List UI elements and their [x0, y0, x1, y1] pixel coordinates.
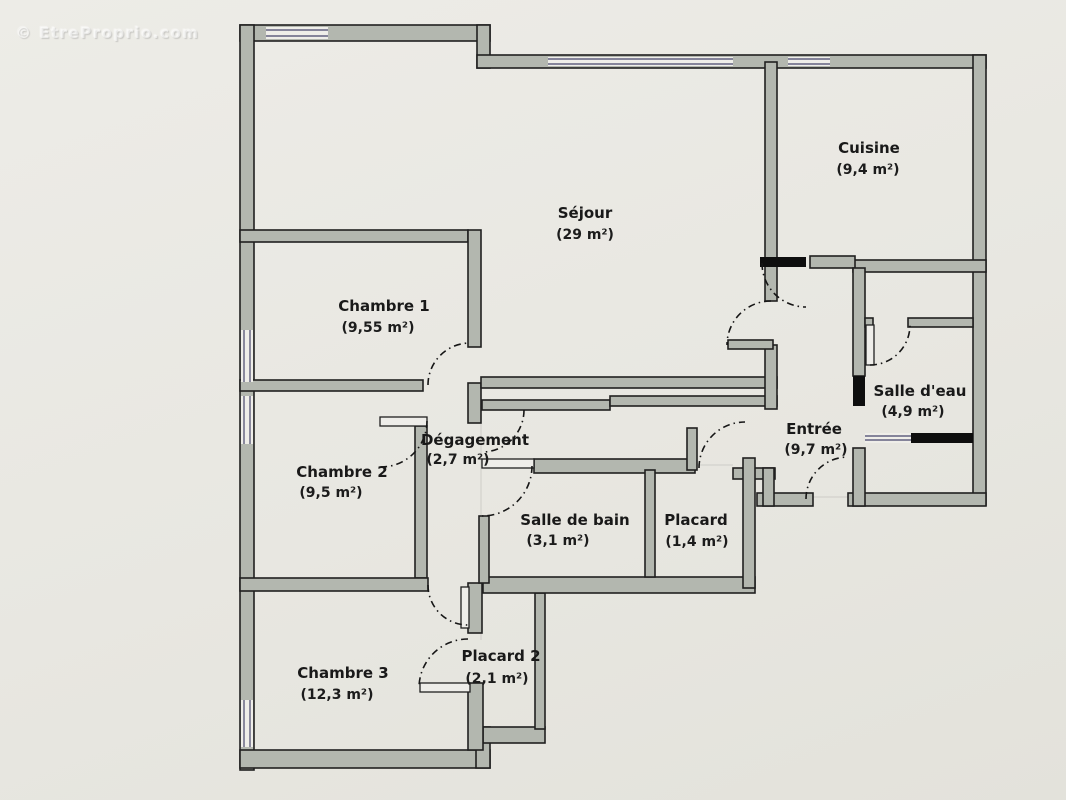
placard2-area: (2,1 m²) [465, 671, 528, 687]
chambre2-name: Chambre 2 [296, 463, 387, 481]
window-top-center [548, 57, 733, 66]
salle-eau-door-leaf [853, 376, 865, 406]
chambre2-door-leaf [379, 416, 428, 427]
salle-eau-name: Salle d'eau [874, 382, 967, 400]
room-label-placard: Placard (1,4 m²) [664, 511, 728, 550]
window-left-chambre1 [241, 330, 253, 382]
sejour-area: (29 m²) [556, 227, 614, 243]
chambre2-area: (9,5 m²) [299, 485, 362, 501]
placard-area: (1,4 m²) [665, 534, 728, 550]
placard2-name: Placard 2 [461, 647, 540, 665]
placard-name: Placard [664, 511, 727, 529]
chambre3-door-arc [427, 584, 469, 626]
windows [241, 27, 911, 747]
room-labels: Séjour (29 m²) Cuisine (9,4 m²) Chambre … [296, 139, 966, 703]
placard2-door-arc [418, 638, 469, 689]
room-label-chambre1: Chambre 1 (9,55 m²) [338, 297, 429, 336]
salle-de-bain-door-arc [481, 465, 533, 517]
window-top-right [788, 57, 830, 66]
cuisine-name: Cuisine [838, 139, 900, 157]
placard2-door-leaf [419, 682, 471, 693]
sejour-name: Séjour [558, 204, 613, 222]
salle-eau-area: (4,9 m²) [881, 404, 944, 420]
salle-eau-wall-panel [911, 433, 973, 443]
window-top-left [266, 27, 328, 39]
chambre1-area: (9,55 m²) [342, 320, 415, 336]
watermark: © EtreProprio.com [16, 24, 200, 42]
placard-door-arc [698, 421, 746, 469]
entree-name: Entrée [786, 420, 842, 438]
door-arcs [380, 262, 911, 689]
chambre1-name: Chambre 1 [338, 297, 429, 315]
chambre3-door-leaf [460, 586, 470, 629]
room-label-placard2: Placard 2 (2,1 m²) [461, 647, 540, 687]
wc-door-arc [869, 324, 911, 366]
salle-de-bain-name: Salle de bain [520, 511, 629, 529]
room-label-cuisine: Cuisine (9,4 m²) [836, 139, 899, 178]
wc-door-leaf [865, 324, 875, 366]
interior-walls [239, 61, 974, 751]
door-leaves [379, 257, 973, 693]
window-left-chambre3 [241, 700, 253, 747]
salle-de-bain-door-leaf [481, 458, 535, 469]
chambre1-door-arc [427, 342, 471, 386]
room-label-chambre3: Chambre 3 (12,3 m²) [297, 664, 388, 703]
room-label-chambre2: Chambre 2 (9,5 m²) [296, 463, 387, 501]
salle-de-bain-area: (3,1 m²) [526, 533, 589, 549]
entree-area: (9,7 m²) [784, 442, 847, 458]
room-label-salle-eau: Salle d'eau (4,9 m²) [874, 382, 967, 420]
chambre3-name: Chambre 3 [297, 664, 388, 682]
room-label-salle-de-bain: Salle de bain (3,1 m²) [520, 511, 629, 549]
cuisine-door-leaf [760, 257, 806, 267]
degagement-area: (2,7 m²) [426, 452, 489, 468]
sejour-door-arc [726, 300, 772, 346]
degagement-name: Dégagement [421, 431, 529, 449]
chambre3-area: (12,3 m²) [301, 687, 374, 703]
room-label-entree: Entrée (9,7 m²) [784, 420, 847, 458]
window-left-chambre2 [241, 396, 253, 444]
window-salle-eau [865, 433, 911, 443]
cuisine-area: (9,4 m²) [836, 162, 899, 178]
cuisine-door-arc [761, 262, 807, 308]
room-label-degagement: Dégagement (2,7 m²) [421, 431, 529, 468]
chambre2-door-arc [380, 420, 428, 468]
room-label-sejour: Séjour (29 m²) [556, 204, 614, 243]
